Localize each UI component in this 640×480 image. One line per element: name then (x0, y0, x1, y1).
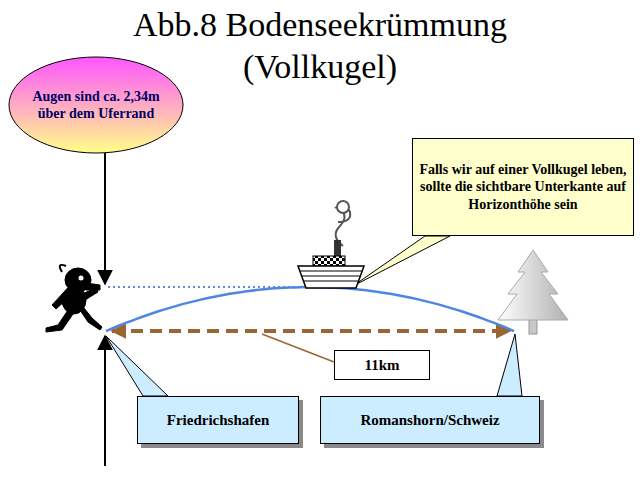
leader-line (262, 334, 334, 362)
person-figure (46, 265, 102, 332)
note-callout: Falls wir auf einer Vollkugel leben, sol… (412, 138, 634, 236)
tree-symbol (498, 250, 568, 334)
balloon-shape (8, 56, 184, 154)
pointer-arrow (104, 152, 106, 284)
distance-label-box: 11km (334, 350, 430, 380)
callout-tail (353, 236, 450, 286)
speech-balloon: Augen sind ca. 2,34m über dem Uferrand (8, 56, 184, 154)
person-eye (79, 276, 84, 281)
callout-text: Augen sind ca. 2,34m über dem Uferrand (30, 88, 162, 122)
callout-text: Falls wir auf einer Vollkugel leben, sol… (417, 161, 629, 212)
curvature-arc (106, 287, 514, 331)
callout-text: Romanshorn/Schweiz (360, 411, 499, 429)
place-callout: Romanshorn/Schweiz (320, 396, 540, 444)
distance-arrow (112, 329, 510, 333)
distance-label: 11km (364, 356, 399, 374)
callout-text: Friedrichshafen (167, 411, 270, 429)
callout-tail (497, 334, 522, 396)
callout-tail (106, 336, 168, 396)
place-callout: Friedrichshafen (137, 396, 299, 444)
pointer-arrow (104, 336, 106, 466)
ship-symbol (298, 201, 364, 288)
